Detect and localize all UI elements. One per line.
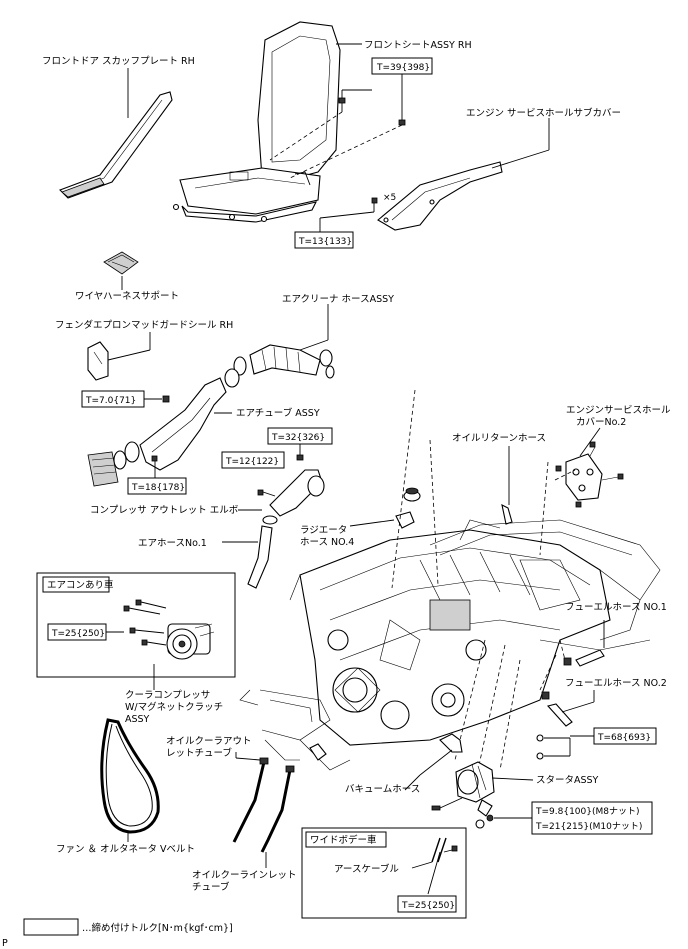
label-starter: スタータASSY [536, 775, 599, 786]
torque-starter-m10: T=21{215}(M10ナット) [535, 821, 642, 832]
label-oil-cooler-outlet-l1: オイルクーラアウト [166, 736, 252, 747]
label-radiator-hose-l1: ラジエータ [300, 525, 347, 536]
oil-cooler-tubes-drawing [232, 733, 463, 853]
label-compressor-outlet-elbow: コンプレッサ アウトレット エルボ [90, 505, 239, 516]
frame-rails-drawing [239, 519, 661, 771]
fan-belt-drawing [100, 718, 160, 834]
wire-harness-support-drawing [103, 251, 139, 275]
label-fuel-hose-no1: フューエルホース NO.1 [565, 602, 667, 613]
earth-cable-drawing [431, 837, 458, 863]
oil-return-hose-drawing [501, 503, 513, 525]
label-radiator-hose-l2: ホース NO.4 [300, 537, 354, 548]
starter-drawing [431, 761, 495, 829]
torque-air-tube: T=18{178} [131, 483, 185, 493]
label-front-door-scuff: フロントドア スカッフプレート RH [42, 56, 195, 67]
torque-elbow-lower: T=12{122} [225, 457, 279, 467]
service-hole-cover-no2-drawing [555, 441, 624, 508]
sub-cover-drawing [377, 161, 503, 231]
air-hose-no1-drawing [247, 525, 273, 589]
torque-fender-seal: T=7.0{71} [85, 396, 136, 406]
label-oil-cooler-inlet-l1: オイルクーラインレット [192, 870, 297, 881]
label-cooler-compressor-l3: ASSY [125, 714, 150, 725]
label-oil-cooler-outlet-l2: レットチューブ [166, 747, 232, 759]
fender-seal-drawing [87, 341, 109, 381]
torque-cover-sub: T=13{133} [298, 237, 352, 247]
label-oil-return-hose: オイルリターンホース [452, 433, 546, 444]
legend-box [23, 918, 79, 936]
torque-starter-m8: T=9.8{100}(M8ナット) [535, 806, 640, 817]
air-tube-drawing [87, 368, 240, 487]
front-seat-drawing [172, 21, 341, 223]
label-oil-cooler-inlet-l2: チューブ [192, 881, 230, 893]
air-cleaner-hose-drawing [233, 344, 335, 379]
torque-elbow-upper: T=32{326} [271, 433, 325, 443]
label-fender-seal: フェンダエプロンマッドガードシール RH [55, 319, 233, 331]
fuel-hoses-drawing [536, 649, 605, 760]
label-fuel-hose-no2: フューエルホース NO.2 [565, 678, 667, 689]
label-times-five: ×5 [383, 193, 396, 203]
label-earth-cable: アースケーブル [334, 863, 399, 875]
label-service-hole-cover-l2: カバーNo.2 [576, 417, 626, 428]
torque-fuel: T=68{693} [597, 733, 651, 743]
seat-bolts [269, 82, 406, 179]
torque-earth-cable: T=25{250} [401, 901, 455, 911]
legend-text: …締め付けトルク[N･m{kgf･cm}] [82, 922, 233, 934]
label-sub-cover: エンジン サービスホールサブカバー [466, 107, 621, 119]
label-air-hose-no1: エアホースNo.1 [138, 538, 207, 549]
label-cooler-compressor-l1: クーラコンプレッサ [125, 690, 210, 701]
scuff-plate-drawing [59, 91, 173, 199]
engine-assembly-drawing [289, 519, 611, 746]
label-vacuum-hose: バキュームホース [345, 784, 420, 795]
label-front-seat: フロントシートASSY RH [364, 40, 472, 51]
radiator-hose-drawing [395, 487, 421, 529]
torque-compressor: T=25{250} [51, 629, 105, 639]
label-cooler-compressor-l2: W/マグネットクラッチ [125, 701, 223, 713]
compressor-outlet-elbow-drawing [257, 469, 325, 525]
label-service-hole-cover-l1: エンジンサービスホール [566, 405, 671, 416]
page-marker: P [2, 938, 8, 949]
label-wire-harness-support: ワイヤハーネスサポート [75, 291, 179, 302]
label-wide-body-vehicle: ワイドボデー車 [310, 834, 377, 846]
label-fan-belt: ファン ＆ オルタネータ Vベルト [56, 844, 195, 855]
compressor-drawing [123, 599, 215, 660]
label-air-cleaner-hose: エアクリーナ ホースASSY [282, 294, 394, 305]
label-aircon-vehicle: エアコンあり車 [47, 579, 114, 591]
torque-seat: T=39{398} [376, 63, 430, 73]
label-air-tube: エアチューブ ASSY [236, 407, 320, 419]
